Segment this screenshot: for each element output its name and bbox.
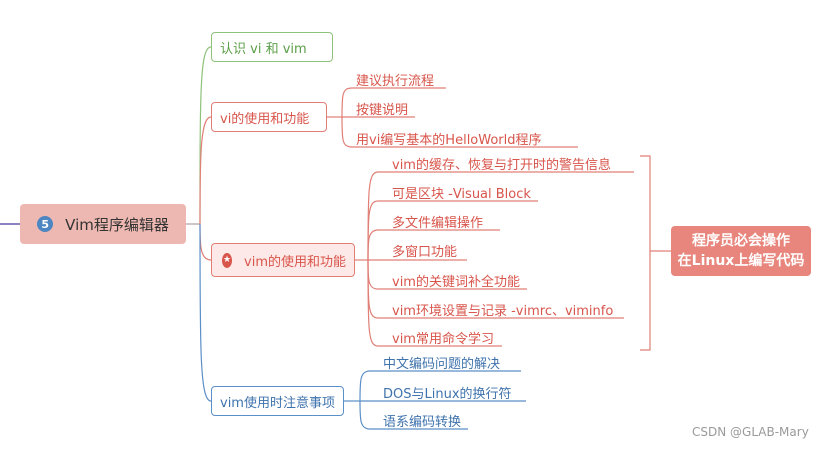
leaf-topic[interactable]: DOS与Linux的换行符 <box>383 387 512 402</box>
branch-label: vim使用时注意事项 <box>220 395 335 411</box>
circled-number-icon: 5 <box>37 216 54 232</box>
root-topic[interactable]: 5 Vim程序编辑器 <box>20 204 186 244</box>
leaf-topic[interactable]: vim常用命令学习 <box>392 332 494 347</box>
branch-label: vi的使用和功能 <box>220 111 310 127</box>
leaf-topic[interactable]: 中文编码问题的解决 <box>383 357 501 372</box>
leaf-topic[interactable]: 用vi编写基本的HelloWorld程序 <box>356 133 542 148</box>
leaf-topic[interactable]: 多窗口功能 <box>392 245 458 260</box>
branch-label: 认识 vi 和 vim <box>220 41 307 57</box>
leaf-topic[interactable]: 建议执行流程 <box>356 74 435 89</box>
leaf-topic[interactable]: vim环境设置与记录 -vimrc、viminfo <box>392 304 614 319</box>
leaf-topic[interactable]: 可是区块 -Visual Block <box>392 187 531 202</box>
leaf-topic[interactable]: 多文件编辑操作 <box>392 216 484 231</box>
branch-topic-know-vi-vim[interactable]: 认识 vi 和 vim <box>211 32 333 62</box>
branch-topic-vim-usage[interactable]: ★ vim的使用和功能 <box>211 243 355 277</box>
summary-callout[interactable]: 程序员必会操作 在Linux上编写代码 <box>671 226 811 276</box>
leaf-topic[interactable]: vim的关键词补全功能 <box>392 275 520 290</box>
leaf-topic[interactable]: 语系编码转换 <box>383 415 462 430</box>
leaf-topic[interactable]: 按键说明 <box>356 103 409 118</box>
branch-topic-vim-notes[interactable]: vim使用时注意事项 <box>211 386 344 416</box>
summary-line: 在Linux上编写代码 <box>677 253 805 269</box>
root-topic-label: Vim程序编辑器 <box>65 215 169 234</box>
star-badge-icon: ★ <box>222 252 233 268</box>
leaf-topic[interactable]: vim的缓存、恢复与打开时的警告信息 <box>392 158 611 173</box>
branch-label: vim的使用和功能 <box>244 254 346 270</box>
branch-topic-vi-usage[interactable]: vi的使用和功能 <box>211 102 327 132</box>
watermark: CSDN @GLAB-Mary <box>692 425 809 439</box>
summary-line: 程序员必会操作 <box>692 233 790 249</box>
